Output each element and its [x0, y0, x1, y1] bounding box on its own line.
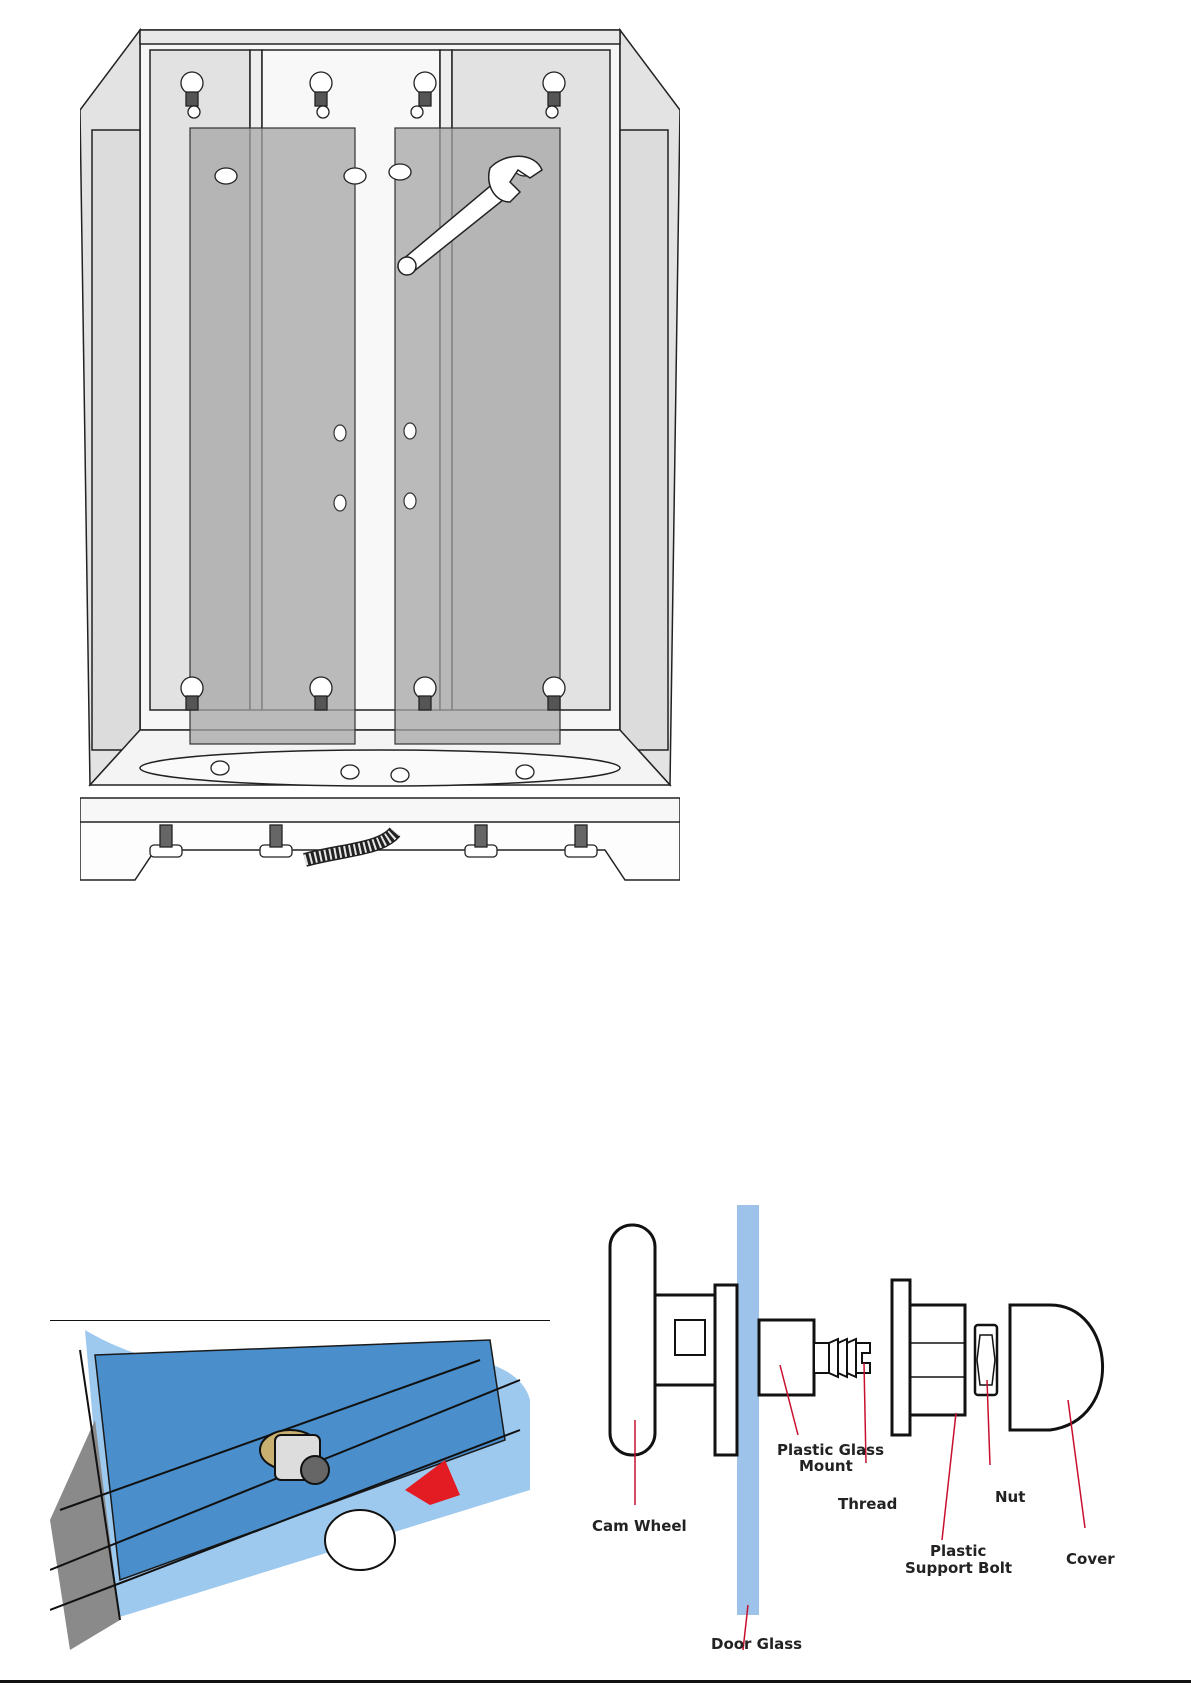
label-nut: Nut — [995, 1488, 1025, 1506]
label-plastic-support-bolt-1: Plastic — [930, 1542, 986, 1560]
exploded-parts-diagram: Cam Wheel Plastic Glass Mount Thread Nut… — [580, 1205, 1150, 1675]
label-plastic-glass-mount-2: Mount — [799, 1457, 853, 1475]
page-bottom-rule — [0, 1680, 1191, 1683]
enclosure-frame — [80, 30, 680, 880]
thread — [814, 1339, 870, 1377]
door-glass — [737, 1205, 759, 1615]
cover — [1010, 1305, 1103, 1430]
label-thread: Thread — [838, 1495, 897, 1513]
shower-enclosure-diagram — [80, 20, 680, 900]
label-cam-wheel: Cam Wheel — [592, 1517, 687, 1535]
cover-cap-icon — [325, 1510, 395, 1570]
label-cover: Cover — [1066, 1550, 1115, 1568]
nut — [975, 1325, 997, 1395]
plastic-support-bolt — [892, 1280, 965, 1435]
cover-fitting-closeup — [50, 1320, 550, 1650]
left-glass-door — [190, 128, 355, 744]
label-door-glass: Door Glass — [711, 1635, 802, 1653]
plastic-glass-mount — [759, 1320, 814, 1395]
cam-wheel — [610, 1225, 655, 1455]
label-plastic-support-bolt-2: Support Bolt — [905, 1559, 1012, 1577]
